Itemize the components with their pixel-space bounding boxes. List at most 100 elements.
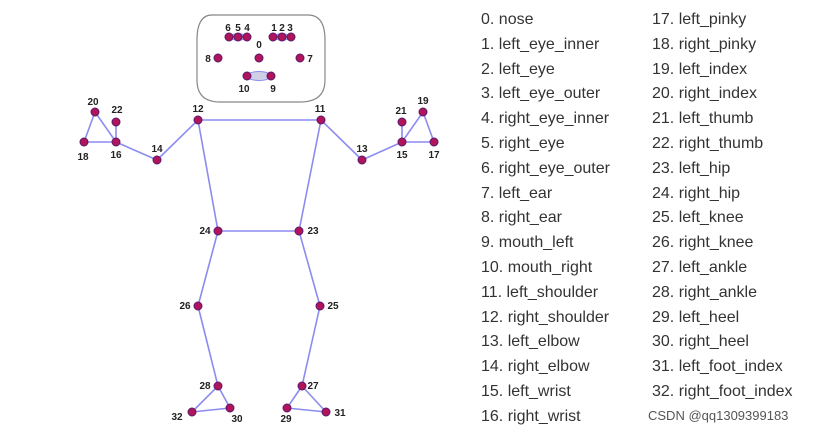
landmark-label-13: 13 [356, 144, 368, 155]
landmark-label-12: 12 [192, 104, 204, 115]
watermark: CSDN @qq1309399183 [648, 408, 789, 423]
landmark-label-3: 3 [287, 23, 293, 34]
landmark-point-31 [321, 407, 331, 417]
landmark-label-28: 28 [199, 381, 211, 392]
landmark-point-29 [282, 403, 292, 413]
landmark-point-30 [225, 403, 235, 413]
landmark-point-16 [111, 137, 121, 147]
landmark-label-19: 19 [417, 96, 429, 107]
landmark-point-17 [429, 137, 439, 147]
legend-item: 9. mouth_left [481, 234, 574, 252]
legend-item: 0. nose [481, 11, 534, 28]
landmark-label-2: 2 [279, 23, 285, 34]
legend-item: 19. left_index [652, 60, 748, 78]
legend-item: 20. right_index [652, 85, 757, 103]
edge-29-31 [286, 407, 327, 413]
landmark-label-29: 29 [280, 414, 292, 425]
landmark-label-23: 23 [307, 226, 319, 237]
landmark-point-3 [286, 32, 296, 42]
landmark-point-6 [224, 32, 234, 42]
landmark-label-11: 11 [315, 104, 326, 115]
legend-item: 12. right_shoulder [481, 308, 610, 326]
landmark-point-13 [357, 155, 367, 165]
landmark-point-12 [193, 115, 203, 125]
landmark-point-10 [242, 71, 252, 81]
skeleton-edges [83, 36, 435, 413]
legend-item: 3. left_eye_outer [481, 85, 601, 103]
landmark-point-22 [111, 117, 121, 127]
legend-item: 26. right_knee [652, 234, 754, 252]
landmark-label-6: 6 [225, 23, 231, 34]
edge-16-20 [94, 111, 117, 143]
landmark-points [79, 32, 439, 417]
legend-item: 4. right_eye_inner [481, 110, 610, 128]
landmark-label-10: 10 [238, 84, 250, 95]
landmark-point-7 [295, 53, 305, 63]
edge-28-32 [191, 385, 219, 413]
landmark-point-32 [187, 407, 197, 417]
edge-11-13 [320, 119, 363, 161]
landmark-label-0: 0 [256, 40, 262, 51]
landmark-label-15: 15 [396, 150, 408, 161]
legend-item: 2. left_eye [481, 60, 555, 78]
landmark-point-23 [294, 226, 304, 236]
edge-11-23 [298, 119, 322, 232]
landmark-point-11 [316, 115, 326, 125]
edge-18-20 [83, 111, 96, 143]
face-outline [196, 14, 326, 103]
legend-item: 21. left_thumb [652, 110, 754, 128]
legend-item: 28. right_ankle [652, 283, 757, 301]
legend-item: 10. mouth_right [481, 258, 593, 276]
landmark-point-0 [254, 53, 264, 63]
legend-item: 6. right_eye_outer [481, 159, 610, 177]
landmark-label-25: 25 [327, 301, 339, 312]
legend-item: 23. left_hip [652, 159, 731, 177]
landmark-point-25 [315, 301, 325, 311]
landmark-label-9: 9 [270, 84, 276, 95]
legend-item: 5. right_eye [481, 134, 565, 152]
landmark-label-17: 17 [428, 150, 440, 161]
legend-item: 16. right_wrist [481, 407, 581, 425]
landmark-point-8 [213, 53, 223, 63]
landmark-label-22: 22 [111, 105, 123, 116]
legend-item: 8. right_ear [481, 209, 562, 227]
landmark-label-7: 7 [307, 54, 313, 65]
landmark-label-32: 32 [171, 412, 183, 423]
landmark-label-30: 30 [231, 414, 243, 425]
landmark-point-21 [397, 117, 407, 127]
edge-12-24 [197, 119, 219, 232]
landmark-point-27 [297, 381, 307, 391]
landmark-point-14 [152, 155, 162, 165]
landmark-label-8: 8 [205, 54, 211, 65]
landmark-label-27: 27 [307, 381, 319, 392]
legend-item: 22. right_thumb [652, 134, 764, 152]
landmark-label-5: 5 [235, 23, 241, 34]
legend-item: 7. left_ear [481, 184, 553, 202]
landmark-point-28 [213, 381, 223, 391]
legend-item: 31. left_foot_index [652, 358, 783, 376]
legend-item: 30. right_heel [652, 333, 749, 351]
landmark-point-18 [79, 137, 89, 147]
landmark-point-9 [266, 71, 276, 81]
legend-item: 14. right_elbow [481, 358, 590, 376]
legend-item: 25. left_knee [652, 209, 744, 227]
landmark-label-16: 16 [110, 150, 122, 161]
landmark-label-1: 1 [271, 23, 277, 34]
legend-item: 29. left_heel [652, 308, 740, 326]
edge-14-16 [115, 141, 158, 161]
landmark-point-15 [397, 137, 407, 147]
edge-17-19 [422, 111, 435, 143]
legend-item: 32. right_foot_index [652, 382, 793, 400]
landmark-point-26 [193, 301, 203, 311]
edge-26-28 [197, 305, 219, 387]
landmark-label-20: 20 [87, 97, 99, 108]
landmark-label-18: 18 [77, 152, 89, 163]
landmark-label-4: 4 [244, 23, 250, 34]
edge-15-19 [401, 111, 424, 143]
landmark-point-24 [213, 226, 223, 236]
landmark-label-21: 21 [395, 106, 407, 117]
landmark-label-31: 31 [334, 408, 346, 419]
